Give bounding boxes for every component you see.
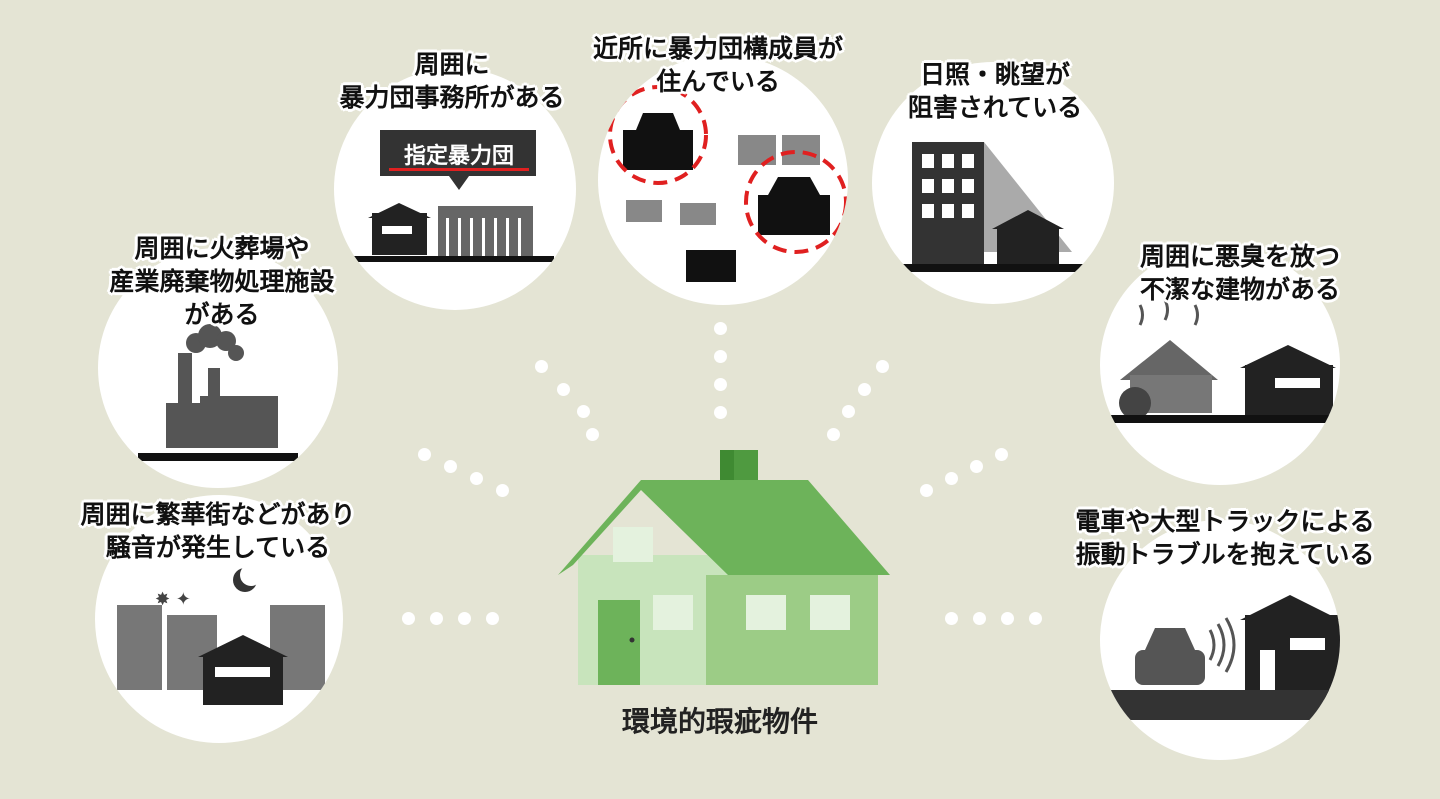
center-title: 環境的瑕疵物件 (621, 705, 819, 738)
label-line: 周囲に繁華街などがあり (80, 500, 356, 529)
svg-text:✸ ✦: ✸ ✦ (155, 589, 191, 610)
label-line: 不潔な建物がある (1139, 275, 1341, 304)
vibration-circle (1100, 520, 1340, 760)
label-line: 周囲に悪臭を放つ (1139, 242, 1341, 271)
factory-smoke-icon (138, 324, 298, 461)
gang-office-circle: 指定暴力団 (334, 68, 576, 310)
item-label-sunlight: 日照・眺望が 阻害されている (908, 58, 1082, 124)
label-line: 周囲に火葬場や (134, 234, 310, 263)
label-line: 周囲に (414, 50, 490, 79)
item-label-noise: 周囲に繁華街などがあり 騒音が発生している (80, 498, 355, 564)
gang-office-icon (354, 130, 554, 262)
item-label-gang-office: 周囲に 暴力団事務所がある (339, 48, 564, 114)
label-line: 近所に暴力団構成員が (592, 34, 844, 63)
noise-circle: ✸ ✦ (95, 495, 343, 743)
label-line: 振動トラブルを抱えている (1075, 540, 1375, 569)
neighborhood-icon (608, 85, 848, 282)
green-house-icon (558, 450, 890, 685)
gang-member-circle (598, 55, 848, 305)
crematorium-circle (98, 248, 338, 488)
item-label-bad-smell: 周囲に悪臭を放つ 不潔な建物がある (1140, 240, 1340, 306)
sunlight-blocked-circle (872, 62, 1114, 304)
item-label-gang-member: 近所に暴力団構成員が 住んでいる (593, 32, 843, 98)
label-line: がある (184, 300, 260, 329)
sign-text: 指定暴力団 (403, 144, 514, 169)
item-label-vibration: 電車や大型トラックによる 振動トラブルを抱えている (1075, 505, 1374, 571)
car-vibration-icon (1100, 595, 1340, 720)
label-line: 暴力団事務所がある (339, 83, 565, 112)
dirty-house-icon (1110, 299, 1340, 423)
item-label-crematorium: 周囲に火葬場や 産業廃棄物処理施設 がある (109, 232, 334, 331)
downtown-night-icon: ✸ ✦ (117, 564, 325, 705)
label-line: 阻害されている (907, 93, 1083, 122)
label-line: 産業廃棄物処理施設 (109, 267, 335, 296)
tall-building-icon (892, 142, 1092, 272)
bad-smell-circle (1100, 245, 1340, 485)
label-line: 電車や大型トラックによる (1075, 507, 1375, 536)
label-line: 住んでいる (656, 67, 780, 96)
label-line: 日照・眺望が (919, 60, 1071, 89)
label-line: 騒音が発生している (105, 533, 331, 562)
